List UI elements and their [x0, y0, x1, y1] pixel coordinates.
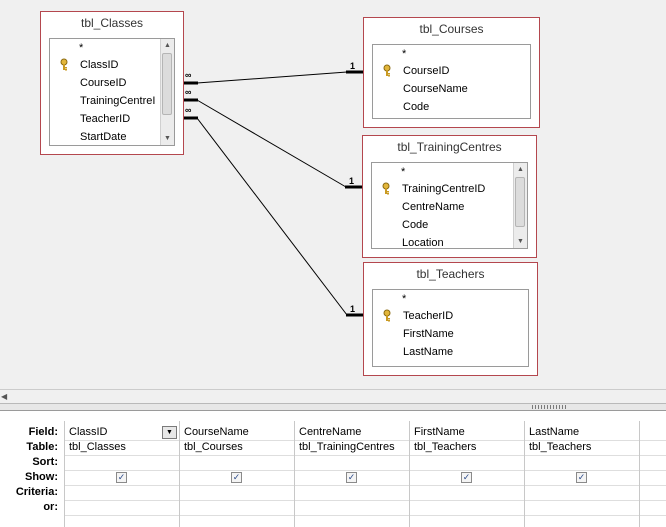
scroll-down-icon[interactable]: ▼ — [517, 238, 524, 245]
grid-column-2[interactable]: CourseName tbl_Courses ✓ — [179, 421, 295, 527]
grid-row-divider — [64, 440, 666, 441]
one-marker-teachers: 1 — [350, 304, 356, 314]
grid-column-5[interactable]: LastName tbl_Teachers ✓ — [524, 421, 640, 527]
grid-table-cell[interactable]: tbl_Teachers — [414, 441, 477, 453]
field-list-scrollbar-trainingcentres[interactable]: ▲ ▼ — [513, 163, 527, 248]
relationship-line-classes-courses — [196, 71, 348, 84]
grid-table-cell[interactable]: tbl_Teachers — [529, 441, 592, 453]
scroll-down-icon[interactable]: ▼ — [164, 135, 171, 142]
row-label-field: Field: — [28, 426, 58, 438]
relationship-line-classes-teachers — [196, 117, 348, 316]
grid-table-cell[interactable]: tbl_TrainingCentres — [299, 441, 395, 453]
key-icon — [60, 58, 71, 71]
row-label-show: Show: — [25, 471, 58, 483]
field-list-courses[interactable]: * CourseID CourseName Code — [372, 44, 531, 119]
many-marker-courses: ∞ — [185, 70, 192, 80]
field-list-teachers[interactable]: * TeacherID FirstName LastName — [372, 289, 529, 367]
field-list-trainingcentres[interactable]: * TrainingCentreID CentreName Code Locat… — [371, 162, 528, 249]
row-label-sort: Sort: — [32, 456, 58, 468]
scroll-left-icon[interactable]: ◀ — [1, 392, 8, 401]
pane-splitter[interactable] — [0, 403, 666, 411]
grid-field-cell[interactable]: LastName — [529, 426, 580, 438]
field-list-scrollbar-classes[interactable]: ▲ ▼ — [160, 39, 174, 145]
table-box-trainingcentres[interactable]: tbl_TrainingCentres * TrainingCentreID C… — [362, 135, 537, 258]
scroll-up-icon[interactable]: ▲ — [517, 166, 524, 173]
grid-column-3[interactable]: CentreName tbl_TrainingCentres ✓ — [294, 421, 410, 527]
query-design-canvas[interactable]: ∞ ∞ ∞ 1 1 1 tbl_Classes * ClassID Course… — [0, 0, 666, 389]
scrollbar-thumb[interactable] — [515, 177, 525, 227]
show-checkbox-1[interactable]: ✓ — [116, 472, 127, 483]
grid-column-1[interactable]: ClassID tbl_Classes ✓ — [64, 421, 180, 527]
show-checkbox-3[interactable]: ✓ — [346, 472, 357, 483]
scrollbar-thumb[interactable] — [162, 53, 172, 115]
row-label-criteria: Criteria: — [15, 486, 58, 498]
grid-table-cell[interactable]: tbl_Classes — [69, 441, 126, 453]
row-label-table: Table: — [26, 441, 58, 453]
grid-field-cell[interactable]: ClassID — [69, 426, 108, 438]
key-icon — [383, 64, 394, 77]
grid-field-cell[interactable]: CourseName — [184, 426, 249, 438]
many-marker-centres: ∞ — [185, 87, 192, 97]
table-box-classes[interactable]: tbl_Classes * ClassID CourseID TrainingC… — [40, 11, 184, 155]
table-title-teachers[interactable]: tbl_Teachers — [416, 267, 485, 281]
key-icon — [383, 309, 394, 322]
field-list-classes[interactable]: * ClassID CourseID TrainingCentreI Teach… — [49, 38, 175, 146]
show-checkbox-5[interactable]: ✓ — [576, 472, 587, 483]
show-checkbox-4[interactable]: ✓ — [461, 472, 472, 483]
row-label-or: or: — [43, 501, 58, 513]
relationship-line-classes-centres — [196, 99, 347, 188]
one-marker-centres: 1 — [349, 176, 355, 186]
splitter-grip-icon[interactable] — [532, 405, 568, 409]
scroll-up-icon[interactable]: ▲ — [164, 42, 171, 49]
grid-table-cell[interactable]: tbl_Courses — [184, 441, 243, 453]
table-box-courses[interactable]: tbl_Courses * CourseID CourseName Code — [363, 17, 540, 128]
one-marker-courses: 1 — [350, 61, 356, 71]
grid-row-divider — [64, 500, 666, 501]
grid-row-divider — [64, 485, 666, 486]
table-title-courses[interactable]: tbl_Courses — [419, 22, 484, 36]
grid-column-6-empty[interactable] — [639, 421, 666, 527]
table-title-trainingcentres[interactable]: tbl_TrainingCentres — [397, 140, 502, 154]
key-icon — [382, 182, 393, 195]
show-checkbox-2[interactable]: ✓ — [231, 472, 242, 483]
table-box-teachers[interactable]: tbl_Teachers * TeacherID FirstName LastN… — [363, 262, 538, 376]
grid-field-cell[interactable]: FirstName — [414, 426, 465, 438]
query-design-grid: Field: Table: Sort: Show: Criteria: or: … — [0, 411, 666, 527]
grid-column-4[interactable]: FirstName tbl_Teachers ✓ — [409, 421, 525, 527]
many-marker-teachers: ∞ — [185, 105, 192, 115]
field-dropdown-icon[interactable]: ▼ — [162, 426, 177, 439]
grid-row-divider — [64, 455, 666, 456]
grid-row-divider — [64, 515, 666, 516]
grid-field-cell[interactable]: CentreName — [299, 426, 362, 438]
grid-row-divider — [64, 470, 666, 471]
relationship-lines — [184, 70, 363, 317]
table-title-classes[interactable]: tbl_Classes — [80, 16, 144, 30]
canvas-horizontal-scrollbar[interactable]: ◀ — [0, 389, 666, 404]
